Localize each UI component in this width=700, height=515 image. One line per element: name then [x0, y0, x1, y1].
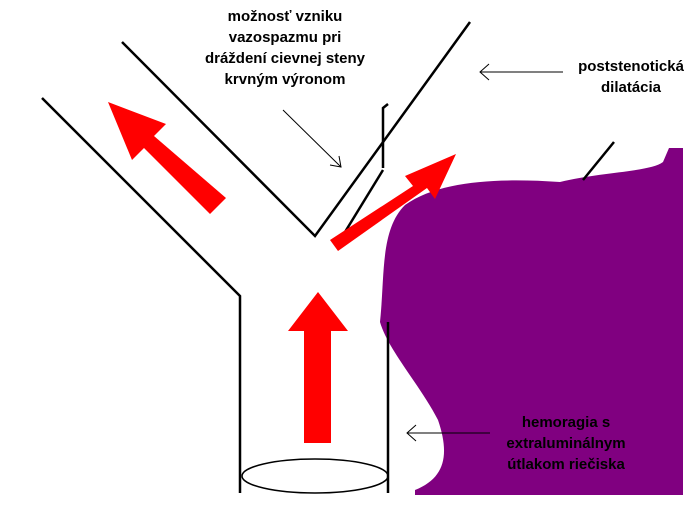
label-hemorrhage-line-1: hemoragia s	[521, 414, 611, 431]
label-dilatation-line-1: poststenotická	[578, 58, 684, 75]
label-vasospasm-line-3: dráždení cievnej steny	[204, 50, 366, 67]
flow-arrow-left	[108, 102, 226, 214]
vessel-wall-left	[41, 97, 242, 493]
label-vasospasm-line-4: krvným výronom	[224, 71, 346, 88]
pointer-arrow-vasospasm	[282, 109, 342, 168]
vessel-wall-right-outer	[582, 141, 615, 181]
label-hemorrhage-line-2: extraluminálnym	[506, 435, 626, 452]
vessel-wall-right	[381, 103, 389, 168]
label-hemorrhage: hemoragia s extraluminálnym útlakom rieč…	[476, 412, 656, 475]
vessel-wall-right-upper	[343, 169, 385, 233]
label-vasospasm-line-1: možnosť vzniku	[227, 8, 343, 25]
pointer-arrow-dilatation	[479, 63, 563, 81]
vessel-cross-section	[241, 458, 389, 494]
flow-arrow-right	[330, 154, 456, 251]
label-dilatation-line-2: dilatácia	[600, 79, 662, 96]
label-dilatation: poststenotická dilatácia	[556, 56, 700, 98]
hemorrhage-mass	[380, 148, 683, 495]
vessel-wall-crotch	[121, 21, 472, 238]
flow-arrow-up	[288, 292, 348, 443]
label-hemorrhage-line-3: útlakom riečiska	[507, 456, 625, 473]
label-vasospasm-line-2: vazospazmu pri	[228, 29, 342, 46]
label-vasospasm: možnosť vzniku vazospazmu pri dráždení c…	[190, 6, 380, 90]
pointer-arrow-hemorrhage	[406, 424, 490, 442]
